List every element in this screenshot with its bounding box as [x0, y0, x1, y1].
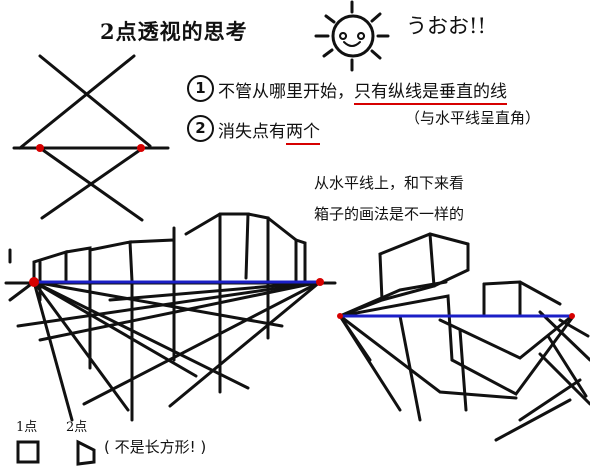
point-2-number: 2	[187, 115, 214, 142]
note-line-2: 箱子的画法是不一样的	[314, 205, 465, 223]
bottom-note: ( 不是长方形! )	[104, 438, 207, 456]
point-2-text: 消失点有两个	[218, 117, 320, 145]
point-2-text-before: 消失点有	[218, 122, 286, 142]
bottom-shapes	[16, 439, 96, 466]
parenthetical-note: （与水平线呈直角）	[405, 109, 541, 127]
label-2pt: 2点	[66, 420, 88, 435]
two-point-x-diagram	[12, 54, 170, 222]
sun-doodle	[314, 0, 390, 72]
label-1pt: 1点	[16, 420, 38, 435]
point-1-highlight: 只有纵线是垂直的线	[354, 82, 507, 105]
note-line-1: 从水平线上，和下来看	[314, 174, 465, 192]
city-perspective-left	[4, 212, 337, 422]
point-2-highlight: 两个	[286, 122, 320, 145]
boxes-below-horizon	[338, 232, 590, 442]
point-1-number: 1	[187, 75, 214, 102]
point-1-text-before: 不管从哪里开始，	[218, 82, 354, 102]
point-1-text: 不管从哪里开始，只有纵线是垂直的线	[218, 77, 507, 105]
page-title: 2点透视的思考	[100, 19, 248, 44]
exclamation-text: うおお!!	[406, 14, 486, 38]
vanishing-points	[29, 144, 575, 319]
